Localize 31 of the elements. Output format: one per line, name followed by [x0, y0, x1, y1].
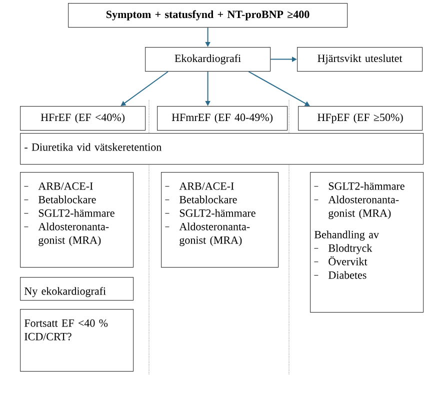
- list-item: Blodtryck: [328, 244, 372, 254]
- process-box: Ekokardiografi: [145, 47, 271, 72]
- note-text: - Diuretika vid vätskeretention: [24, 143, 162, 151]
- note-text: Fortsatt EF <40 %: [24, 319, 108, 327]
- list-item: SGLT2-hämmare: [328, 182, 404, 190]
- list-item: Betablockare: [38, 196, 96, 204]
- treatment-box: [310, 172, 424, 313]
- list-item: Betablockare: [180, 196, 237, 204]
- list-item: Aldosteronanta-gonist (MRA): [179, 222, 250, 246]
- list-heading: Behandling av: [314, 230, 379, 241]
- treatment-box: [161, 172, 279, 268]
- note-box: [20, 309, 134, 372]
- treatment-box: [20, 172, 134, 268]
- list-item: Övervikt: [328, 256, 368, 266]
- note-text: ICD/CRT?: [24, 332, 72, 340]
- heading-box: Symptom + statusfynd + NT-proBNP ≥400: [68, 3, 348, 28]
- category-box: HFrEF (EF <40%): [20, 106, 146, 131]
- category-box: HFpEF (EF ≥50%): [298, 106, 423, 131]
- list-item: SGLT2-hämmare: [180, 209, 256, 217]
- list-item: Diabetes: [328, 271, 366, 279]
- list-item: Aldosteronanta-gonist (MRA): [328, 196, 399, 220]
- note-text: Ny ekokardiografi: [24, 286, 106, 298]
- step-box: [20, 277, 134, 301]
- list-item: ARB/ACE-I: [179, 182, 234, 190]
- result-box: Hjärtsvikt uteslutet: [297, 47, 423, 72]
- list-item: SGLT2-hämmare: [38, 209, 114, 217]
- category-box: HFmrEF (EF 40-49%): [157, 106, 288, 131]
- list-item: Aldosteronanta-gonist (MRA): [38, 222, 109, 246]
- arrow: [248, 71, 310, 106]
- note-box: [20, 133, 424, 165]
- list-item: ARB/ACE-I: [38, 182, 93, 190]
